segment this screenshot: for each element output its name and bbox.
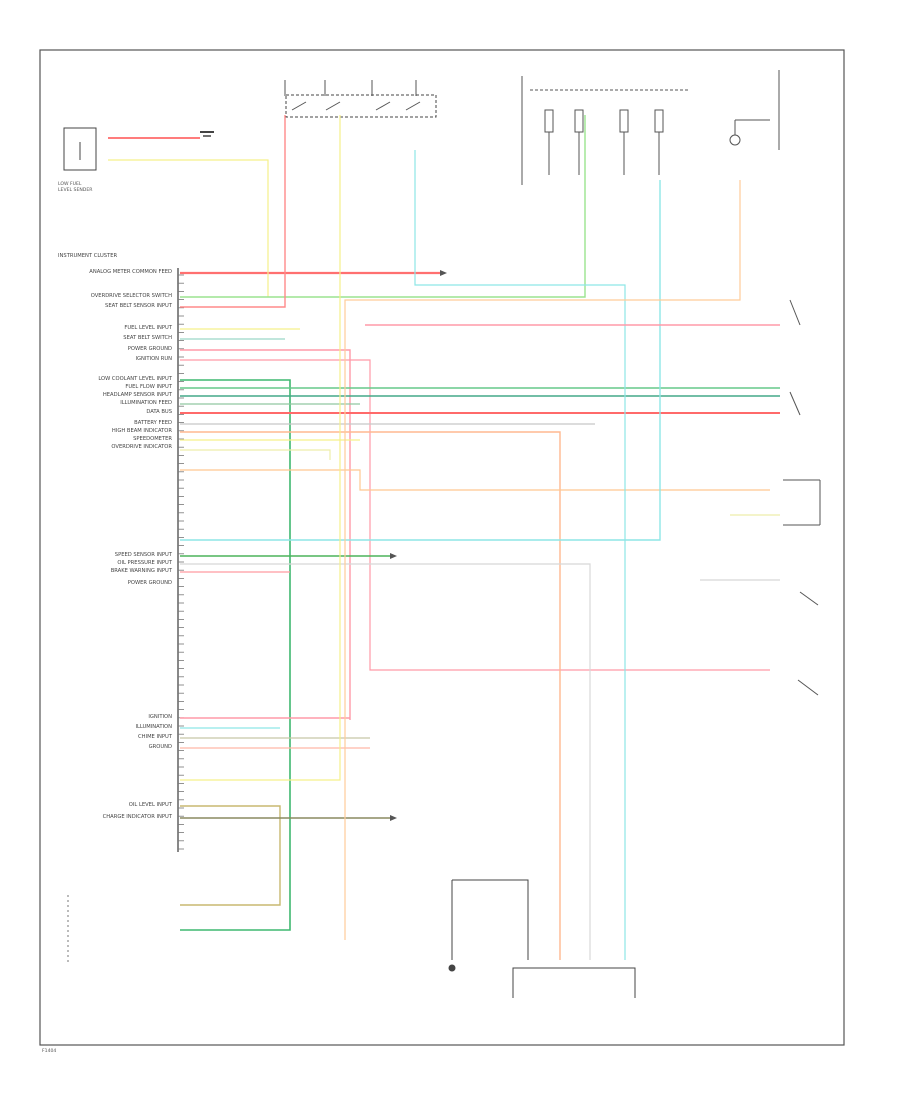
- top-right-switch-bank: [521, 76, 690, 185]
- cluster-label-15: OVERDRIVE INDICATOR: [111, 444, 172, 450]
- wire-30: [344, 180, 741, 940]
- cluster-label-3: FUEL LEVEL INPUT: [124, 325, 172, 331]
- wire-arrow-2: [390, 815, 397, 821]
- cluster-label-22: CHIME INPUT: [138, 734, 173, 740]
- diagram-frame: [39, 49, 845, 1046]
- cluster-label-0: ANALOG METER COMMON FEED: [89, 269, 172, 275]
- cluster-label-25: CHARGE INDICATOR INPUT: [103, 814, 173, 820]
- wire-34: [180, 449, 331, 460]
- cluster-label-9: HEADLAMP SENSOR INPUT: [103, 392, 173, 398]
- top-switch-block: [285, 94, 437, 118]
- wire-7: [180, 349, 351, 720]
- wire-17: [180, 469, 770, 491]
- top-right-sensor: [729, 70, 780, 150]
- fuel-sender-component: [63, 127, 97, 171]
- cluster-label-13: HIGH BEAM INDICATOR: [112, 428, 172, 434]
- cluster-label-12: BATTERY FEED: [134, 420, 172, 426]
- cluster-labels: ANALOG METER COMMON FEED OVERDRIVE SELECT…: [89, 269, 173, 820]
- wire-2: [108, 159, 269, 297]
- cluster-label-5: POWER GROUND: [128, 346, 172, 352]
- cluster-label-18: BRAKE WARNING INPUT: [111, 568, 173, 574]
- cluster-label-24: OIL LEVEL INPUT: [129, 802, 173, 808]
- page-code: F1404: [42, 1048, 56, 1054]
- wire-arrow-0: [440, 270, 447, 276]
- wire-4: [180, 115, 286, 308]
- cluster-label-8: FUEL FLOW INPUT: [125, 384, 172, 390]
- wire-8: [180, 359, 770, 671]
- cluster-label-21: ILLUMINATION: [135, 724, 172, 730]
- cluster-label-20: IGNITION: [148, 714, 172, 720]
- wire-26: [180, 115, 341, 781]
- wire-9: [180, 379, 291, 931]
- cluster-label-16: SPEED SENSOR INPUT: [115, 552, 173, 558]
- cluster-label-17: OIL PRESSURE INPUT: [117, 560, 172, 566]
- cluster-label-4: SEAT BELT SWITCH: [123, 335, 172, 341]
- cluster-label-1: OVERDRIVE SELECTOR SWITCH: [91, 293, 172, 299]
- cluster-label-6: IGNITION RUN: [135, 356, 172, 362]
- fuel-sender-label-line-1: LOW FUEL: [58, 181, 82, 187]
- cluster-title: INSTRUMENT CLUSTER: [58, 253, 118, 259]
- wire-29: [414, 150, 626, 960]
- cluster-label-11: DATA BUS: [146, 409, 172, 415]
- cluster-label-10: ILLUMINATION FEED: [120, 400, 172, 406]
- wire-15: [180, 431, 561, 960]
- cluster-pin-ticks: [178, 274, 184, 850]
- right-switches: [783, 299, 821, 696]
- wire-arrow-1: [390, 553, 397, 559]
- cluster-label-7: LOW COOLANT LEVEL INPUT: [98, 376, 172, 382]
- ground-symbol-top: [200, 131, 214, 137]
- cluster-label-23: GROUND: [149, 744, 172, 750]
- cluster-label-2: SEAT BELT SENSOR INPUT: [105, 303, 173, 309]
- wire-3: [180, 115, 586, 298]
- cluster-label-14: SPEEDOMETER: [133, 436, 172, 442]
- fuel-sender-label-line-2: LEVEL SENDER: [58, 187, 93, 193]
- wire-20: [180, 563, 591, 960]
- wire-27: [180, 805, 281, 906]
- wires: [108, 115, 780, 960]
- bottom-center-component: [448, 879, 636, 998]
- cluster-label-19: POWER GROUND: [128, 580, 172, 586]
- top-switch-contacts: [284, 80, 421, 111]
